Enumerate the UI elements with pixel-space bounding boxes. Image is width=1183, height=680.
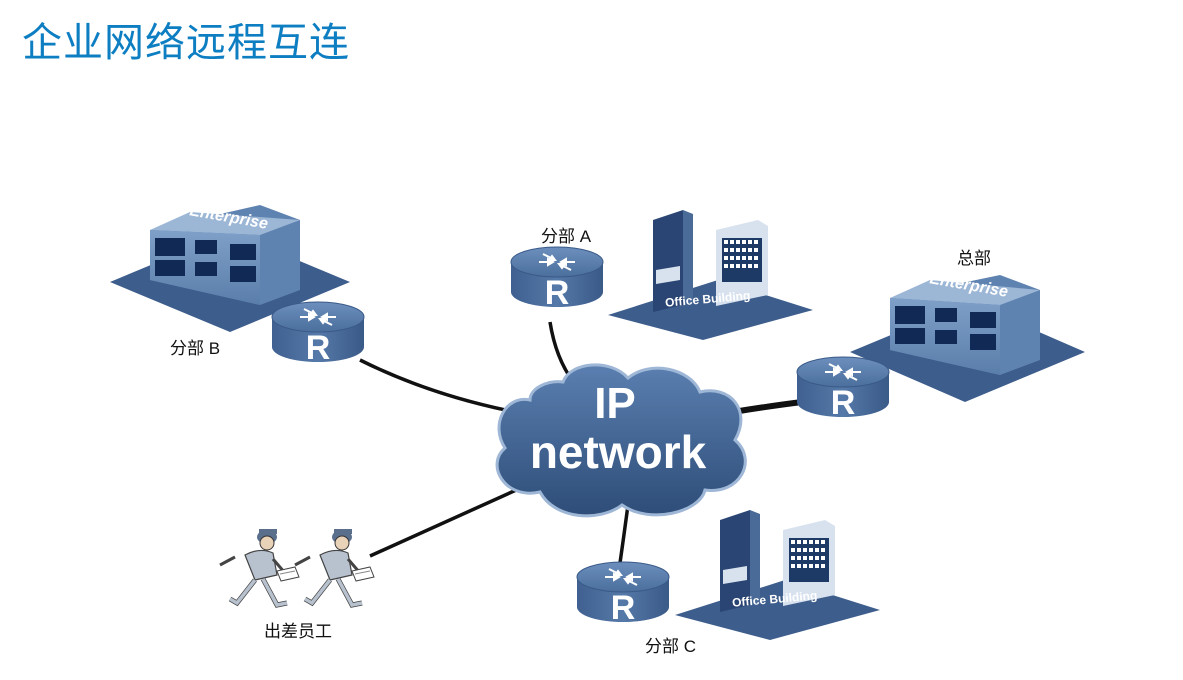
label-branch-c: 分部 C [645, 637, 696, 656]
router-letter-c: R [611, 589, 636, 627]
office-building-icon-c: Office Building [675, 510, 880, 640]
router-letter-b: R [306, 329, 331, 367]
cloud-line1: IP [594, 379, 636, 428]
label-headquarters: 总部 [957, 249, 991, 268]
link-hq [732, 399, 803, 415]
enterprise-building-icon: Enterprise [110, 202, 350, 332]
traveler-icon [219, 529, 300, 608]
cloud-line2: network [530, 426, 707, 478]
traveler-icon-2 [295, 529, 374, 605]
link-branch-c [618, 504, 630, 564]
page-title: 企业网络远程互连 [22, 20, 350, 66]
router-letter-hq: R [831, 384, 856, 422]
router-letter-a: R [545, 274, 570, 312]
office-building-icon: Office Building [608, 210, 813, 340]
link-traveler [369, 480, 535, 558]
label-branch-a: 分部 A [541, 227, 592, 246]
label-branch-b: 分部 B [170, 339, 220, 358]
hq-enterprise-building-icon: Enterprise [850, 270, 1085, 402]
ip-network-cloud-icon: IP network [495, 363, 747, 518]
link-branch-b [359, 358, 516, 414]
label-traveling-staff: 出差员工 [264, 622, 332, 641]
